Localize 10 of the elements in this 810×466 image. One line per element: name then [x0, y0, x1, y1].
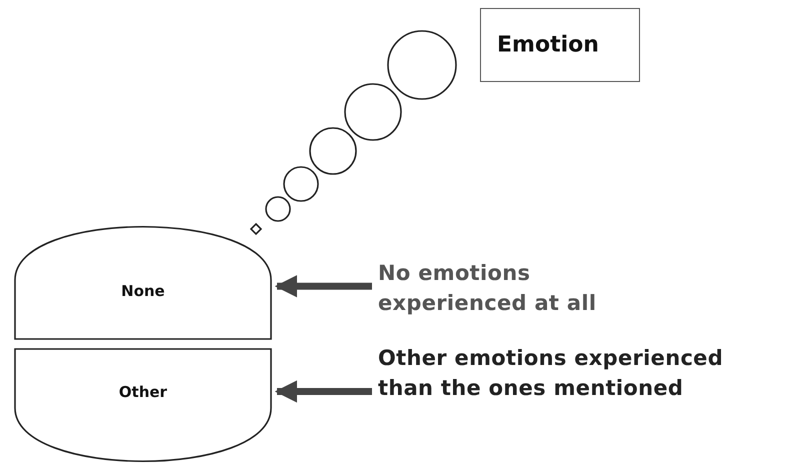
node-label: Emotion [497, 32, 599, 58]
arrow [274, 275, 372, 298]
label-box [480, 8, 640, 82]
node-label: Other [118, 382, 168, 400]
arrow [274, 380, 372, 403]
container-bottom-section [14, 348, 272, 462]
description-text: Other emotions experienced than the ones mentioned [378, 345, 724, 402]
description-text: No emotions experienced at all [378, 260, 598, 318]
container-top-section [14, 225, 272, 340]
node-label: None [120, 282, 166, 300]
